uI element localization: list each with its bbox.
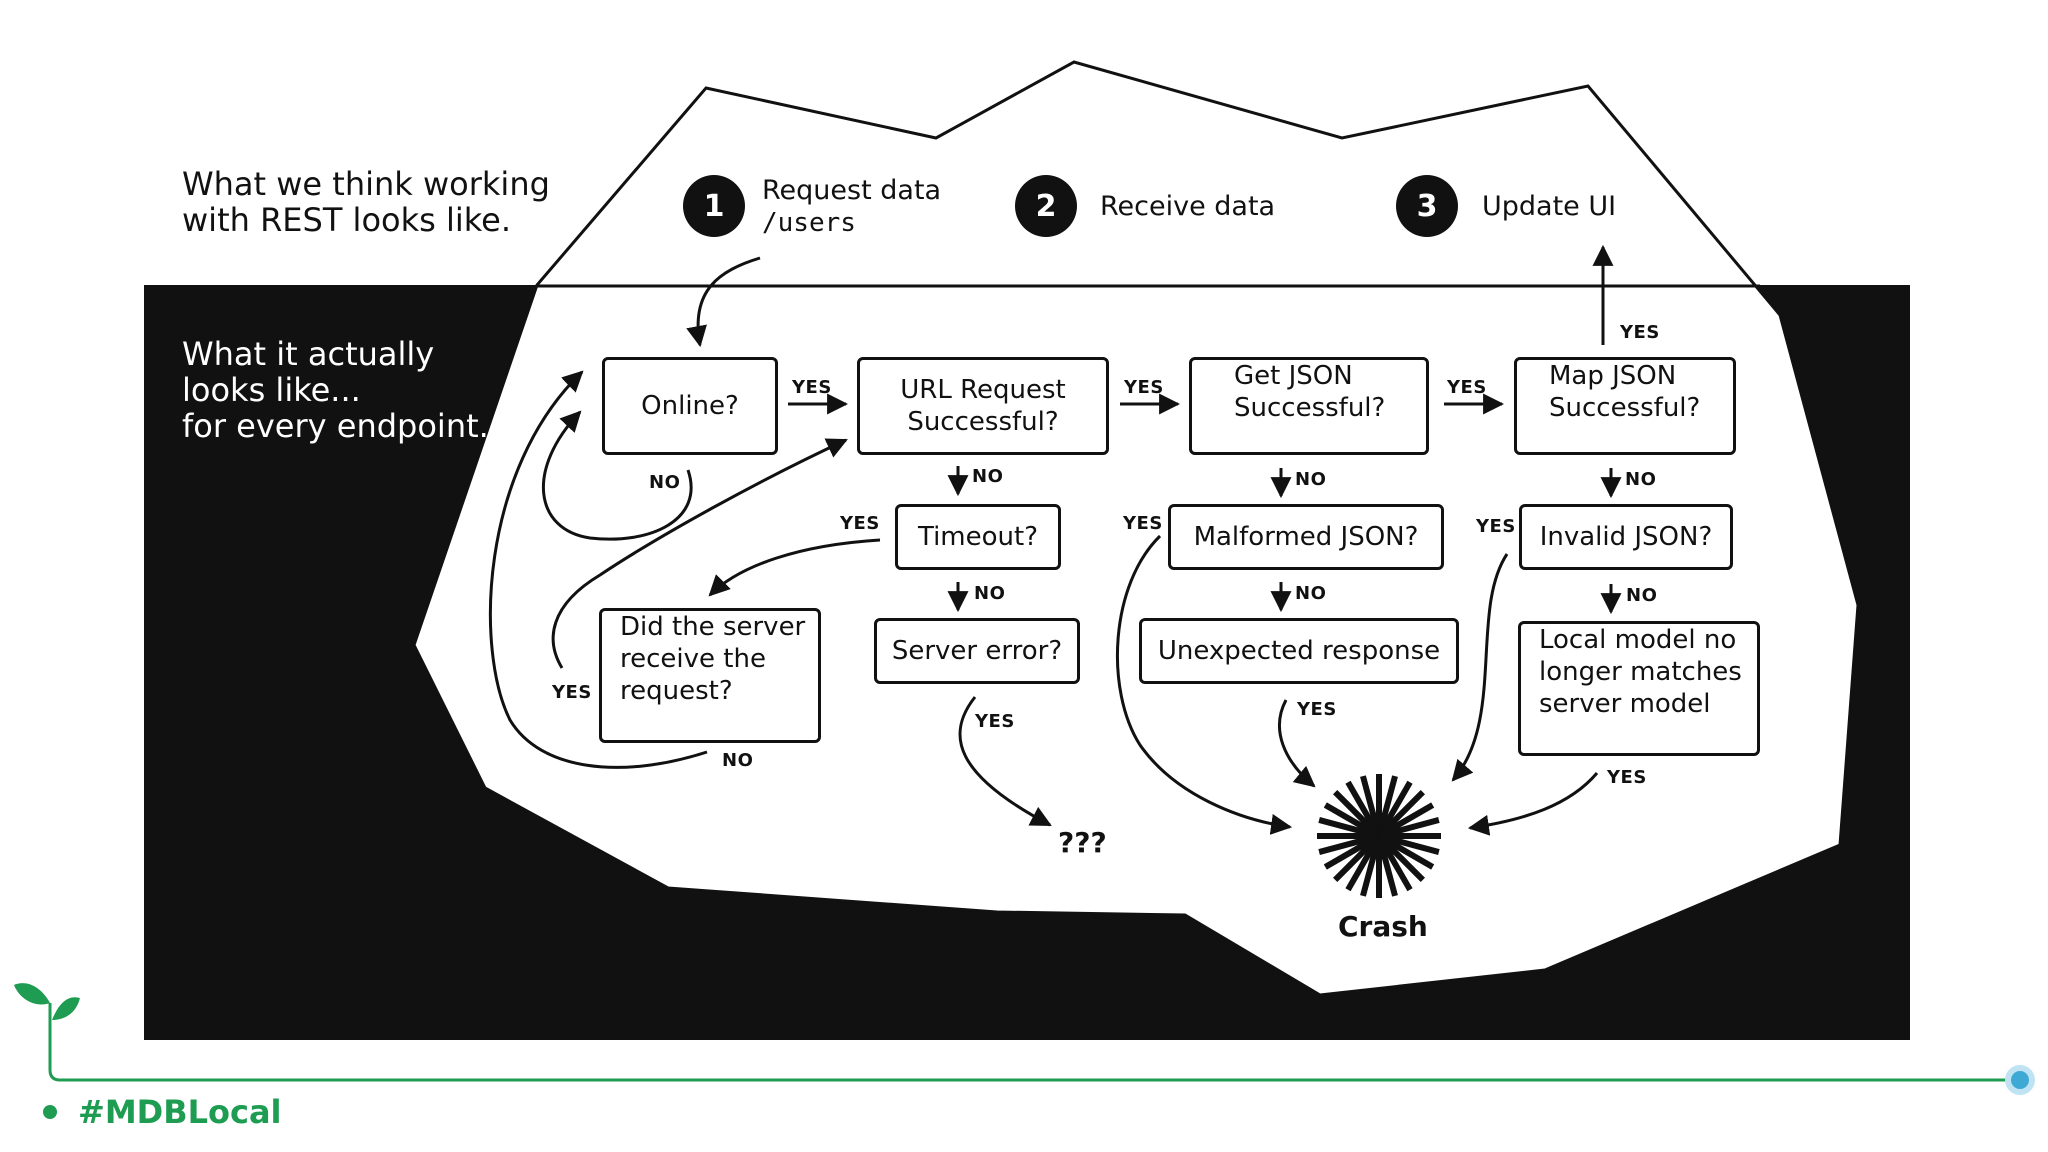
label-yes-server-received: YES (552, 682, 592, 703)
step-1-endpoint: /users (762, 208, 856, 238)
node-server-received-line-2: receive the (620, 644, 766, 674)
node-url-request: URL Request Successful? (857, 357, 1109, 455)
label-no-url: NO (972, 466, 1004, 487)
label-yes-online: YES (792, 377, 832, 398)
node-online-text: Online? (641, 391, 739, 421)
edge-request-to-online (686, 256, 761, 348)
edge-server-received-yes (551, 438, 848, 669)
node-server-received: Did the server receive the request? (599, 608, 821, 743)
node-online: Online? (602, 357, 778, 455)
node-timeout: Timeout? (895, 504, 1061, 570)
label-yes-server-error: YES (975, 711, 1015, 732)
crash-label: Crash (1338, 910, 1428, 943)
bottom-heading-line-1: What it actually (182, 335, 435, 373)
edge-server-error-yes (958, 696, 1052, 827)
label-yes-invalid: YES (1476, 516, 1516, 537)
node-get-json-line-1: Get JSON (1234, 361, 1353, 391)
edge-timeout-yes (708, 538, 881, 597)
top-heading-line-1: What we think working (182, 165, 550, 203)
label-no-online: NO (649, 472, 681, 493)
crash-ray (1378, 817, 1440, 839)
edge-local-model-yes (1467, 772, 1599, 836)
step-1-title: Request data (762, 175, 942, 206)
node-url-request-line-2: Successful? (907, 407, 1059, 437)
node-map-json-line-2: Successful? (1549, 393, 1701, 423)
node-timeout-text: Timeout? (917, 522, 1038, 552)
label-yes-local-model: YES (1607, 767, 1647, 788)
node-get-json: Get JSON Successful? (1189, 357, 1429, 455)
bottom-heading-line-2: looks like... (182, 371, 361, 409)
label-no-getjson: NO (1295, 469, 1327, 490)
crash-starburst-icon (1317, 774, 1441, 898)
brand-footer-graphic (14, 983, 2035, 1119)
node-invalid-json-text: Invalid JSON? (1539, 522, 1713, 552)
edge-unexpected-yes (1277, 699, 1316, 788)
node-server-error: Server error? (874, 618, 1080, 684)
edge-malformed-yes (1115, 534, 1293, 835)
step-1-badge: 1 (683, 175, 745, 237)
node-malformed-json-text: Malformed JSON? (1193, 522, 1419, 552)
bottom-heading: What it actually looks like... for every… (182, 336, 489, 444)
node-server-error-text: Server error? (891, 636, 1063, 666)
node-local-model-line-2: longer matches (1539, 657, 1742, 687)
label-yes-url: YES (1124, 377, 1164, 398)
top-heading: What we think working with REST looks li… (182, 166, 550, 238)
unknown-outcome: ??? (1058, 826, 1107, 859)
node-malformed-json: Malformed JSON? (1168, 504, 1444, 570)
step-2-label: Receive data (1100, 191, 1276, 222)
top-heading-line-2: with REST looks like. (182, 201, 511, 239)
node-url-request-line-1: URL Request (900, 375, 1066, 405)
node-server-received-line-1: Did the server (620, 612, 806, 642)
edge-online-no-loop (541, 410, 693, 541)
step-3-badge: 3 (1396, 175, 1458, 237)
label-yes-timeout: YES (840, 513, 880, 534)
node-local-model-line-3: server model (1539, 689, 1711, 719)
hashtag-label: #MDBLocal (78, 1093, 282, 1131)
node-map-json: Map JSON Successful? (1514, 357, 1736, 455)
label-no-server-received: NO (722, 750, 754, 771)
step-1-label: Request data /users (762, 175, 941, 239)
label-yes-unexpected: YES (1297, 699, 1337, 720)
label-no-timeout: NO (974, 583, 1006, 604)
iceberg-shape (412, 60, 1860, 997)
step-2-badge: 2 (1015, 175, 1077, 237)
node-invalid-json: Invalid JSON? (1519, 504, 1733, 570)
step-3-label: Update UI (1482, 191, 1617, 222)
label-no-invalid: NO (1626, 585, 1658, 606)
node-local-model: Local model no longer matches server mod… (1518, 621, 1760, 756)
label-yes-malformed: YES (1123, 513, 1163, 534)
bottom-heading-line-3: for every endpoint. (182, 407, 489, 445)
label-no-malformed: NO (1295, 583, 1327, 604)
edge-invalid-yes (1451, 553, 1509, 782)
node-unexpected-response-text: Unexpected response (1157, 636, 1441, 666)
node-unexpected-response: Unexpected response (1139, 618, 1459, 684)
label-yes-getjson: YES (1447, 377, 1487, 398)
label-yes-mapjson: YES (1620, 322, 1660, 343)
edge-server-received-no (488, 370, 708, 769)
label-no-mapjson: NO (1625, 469, 1657, 490)
node-local-model-line-1: Local model no (1539, 625, 1737, 655)
node-map-json-line-1: Map JSON (1549, 361, 1677, 391)
node-get-json-line-2: Successful? (1234, 393, 1386, 423)
node-server-received-line-3: request? (620, 676, 733, 706)
